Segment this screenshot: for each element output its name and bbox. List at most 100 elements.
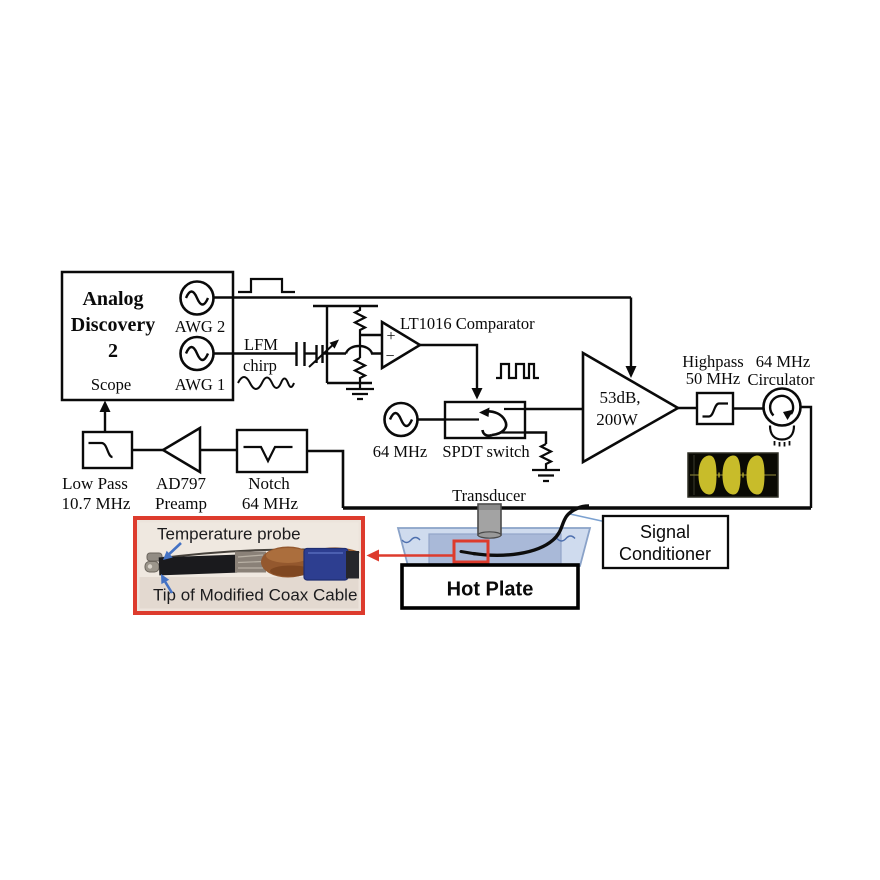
osc-sine-icon [388,411,414,428]
water-line [569,513,605,523]
thermocouple-cable [472,504,590,557]
scope-trace-image [687,452,779,498]
awg1-label: AWG 1 [175,375,225,394]
circulator-hatch-icon [773,441,791,447]
signal-conditioner-block: Signal Conditioner [601,514,730,570]
awg2-label: AWG 2 [175,317,225,336]
comparator-triangle [380,319,423,371]
burst-waveform-icon [746,455,765,495]
ad2-title-line3: 2 [108,340,118,362]
hot-plate-label: Hot Plate [447,579,534,601]
water-wave-icon [556,535,576,542]
notch-label-line2: 64 MHz [242,494,299,513]
amp-label-line1: 53dB, [599,388,640,407]
lfm-label-line2: chirp [243,356,277,375]
circulator-arrowhead-icon [783,409,794,420]
transducer-top-shade [479,505,500,510]
lfm-label-line1: LFM [244,335,278,354]
burst-waveform-icon [698,455,717,495]
coax-tip-label: Tip of Modified Coax Cable [153,586,357,605]
load-resistor-icon [538,443,554,470]
highpass-label-line2: 50 MHz [686,369,741,388]
series-capacitor-icon [295,342,306,366]
circulator-port-icon [768,425,796,441]
awg1-sine-icon [184,345,210,362]
burst-waveform-icon [722,455,741,495]
scope-ticks [718,472,744,478]
ground-icon [532,468,560,483]
preamp-label-line1: AD797 [156,474,207,493]
pulse-waveform-icon [238,277,295,294]
scope-label: Scope [91,375,131,394]
ad2-title-line2: Discovery [71,314,155,336]
lt1016-comparator: + − LT1016 Comparator [380,314,539,400]
comparator-label: LT1016 Comparator [400,314,535,333]
receive-chain: Notch 64 MHz AD797 Preamp Low Pass 10.7 … [62,400,309,513]
spdt-arrowhead-icon [479,407,490,417]
inset-pointer-arrowhead-icon [366,549,379,562]
probe-highlight-box [452,539,490,564]
gate-arrowhead-icon [625,366,637,378]
braid-texture [237,554,264,569]
chirp-waveform-icon [237,376,295,390]
square-wave-icon [496,362,539,380]
preamp-label-line2: Preamp [155,494,207,513]
comparator-bias-network [313,304,382,401]
hot-plate-box [400,563,580,610]
tank-assembly: Transducer Hot Plate [366,486,605,610]
ad2-title-line1: Analog [82,288,143,310]
tip-annotation-arrowhead-icon [161,574,170,585]
probe-annotation-arrowhead-icon [163,550,173,560]
signal-conditioner-label-line2: Conditioner [619,544,711,564]
awg2-sine-icon [184,290,210,306]
water-tank-inner [428,533,562,567]
comparator-arrowhead-icon [471,388,483,400]
copper-shadow [270,565,312,577]
osc-and-spdt: 64 MHz SPDT switch [373,400,583,483]
signal-conditioner-box [601,514,730,570]
power-amp-triangle [581,350,681,465]
lowpass-label-line2: 10.7 MHz [62,494,131,513]
cable-tip-hole [147,564,153,569]
circulator-label-line2: Circulator [748,370,815,389]
lowpass-curve-icon [88,441,113,459]
spdt-label: SPDT switch [442,442,530,461]
circulator-arrow-icon [768,394,795,417]
cable-dark-end [346,551,359,579]
analog-discovery-2-block: Analog Discovery 2 Scope AWG 2 AWG 1 [60,270,235,402]
coax-photo-inset: Temperature probe Tip of Modified Coax C… [133,516,365,615]
scope-input-arrowhead-icon [99,400,111,412]
temperature-probe-label: Temperature probe [157,525,301,544]
transducer-bottom [477,531,502,539]
cable-black-sleeve [158,554,238,576]
copper-highlight [266,548,310,563]
wire-to-load [525,431,548,444]
comparator-minus: − [385,348,394,365]
gate-pulse-path [213,277,637,378]
spdt-internal-wires [445,407,525,434]
comparator-output-wire [420,343,479,388]
highpass-curve-icon [702,402,728,418]
water-wave-icon [401,536,421,544]
osc-label: 64 MHz [373,442,428,461]
wire-circulator-down [800,405,813,508]
photo-shadow [139,577,359,609]
highpass-label-line1: Highpass [682,352,743,371]
spdt-toggle-icon [481,410,508,437]
notch-label-line1: Notch [248,474,290,493]
power-amp-chain: 53dB, 200W Highpass 50 MHz 64 MHz Circul… [581,350,815,508]
lowpass-label-line1: Low Pass [62,474,128,493]
resistor-icon [352,306,368,331]
highpass-filter-box [695,391,735,426]
circulator-label-line1: 64 MHz [756,352,811,371]
comparator-plus: + [386,328,395,345]
lfm-chirp-path: LFM chirp [213,335,382,390]
wire-to-notch [307,449,345,508]
preamp-triangle [160,425,202,475]
probe-tip [459,550,478,556]
ground-icon [346,383,374,401]
signal-conditioner-label-line1: Signal [640,522,690,542]
amp-label-line2: 200W [596,410,639,429]
